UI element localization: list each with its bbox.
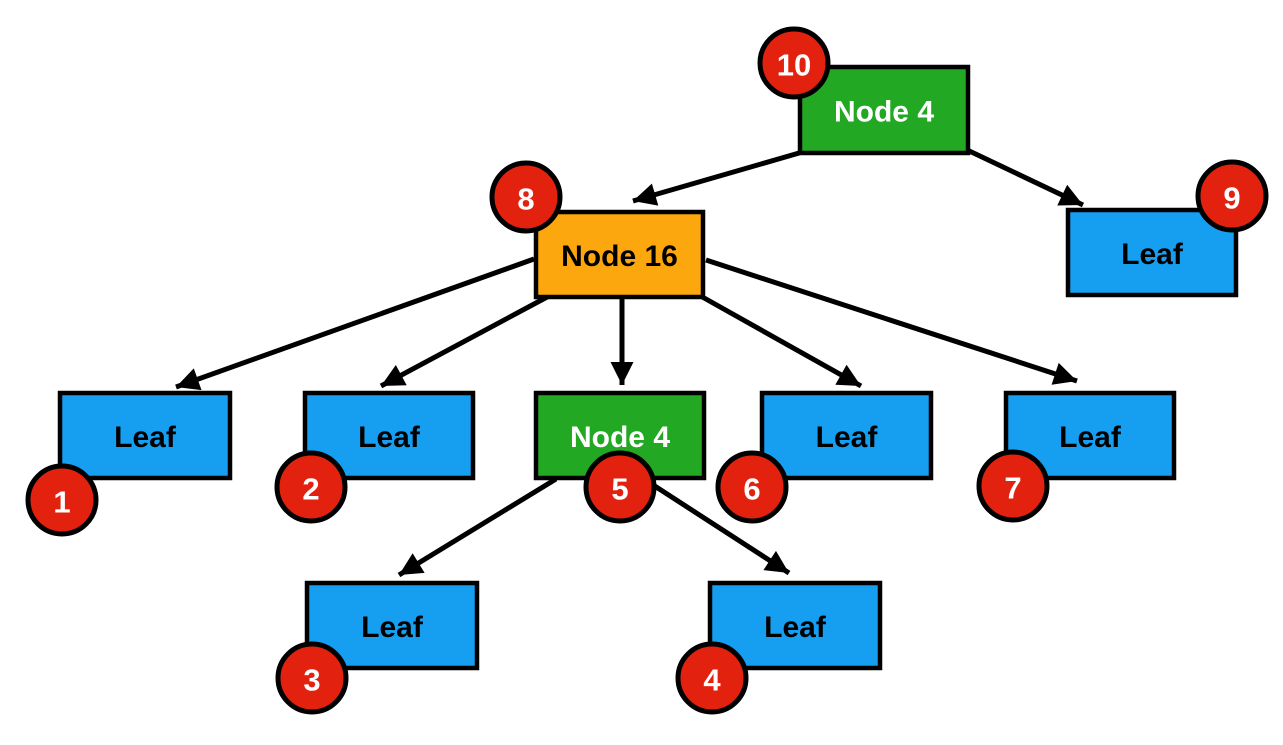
edges-layer <box>175 145 1085 578</box>
badge-1: 1 <box>25 463 99 537</box>
node-leaf-f-box <box>707 580 883 671</box>
badge-8-circle <box>489 160 563 234</box>
badge-10-label: 10 <box>777 48 811 83</box>
badge-7-label: 7 <box>1004 471 1021 506</box>
badge-3-circle <box>275 641 349 715</box>
edge-node16-to-leaf-d <box>705 257 1078 385</box>
badge-1-label: 1 <box>53 485 70 520</box>
badge-2-label: 2 <box>302 472 319 507</box>
edge-root-to-node16 <box>632 148 807 206</box>
node-leaf-c-box <box>759 390 934 481</box>
node-leaf-a-label: Leaf <box>114 421 177 454</box>
badge-8-label: 8 <box>517 182 534 217</box>
node-node16-box <box>533 209 706 300</box>
edge-node16-to-leaf-c <box>695 291 863 389</box>
node-node16: Node 16 <box>533 209 706 300</box>
edge-node4-mid-to-leaf-f <box>645 478 791 576</box>
node-leaf-c-label: Leaf <box>816 421 879 454</box>
badge-3: 3 <box>275 641 349 715</box>
node-leaf-f-label: Leaf <box>764 611 827 644</box>
node-root: Node 4 <box>797 64 971 156</box>
node-node16-label: Node 16 <box>561 240 678 273</box>
node-node4-mid-label: Node 4 <box>570 421 670 454</box>
edge-node16-to-leaf-b <box>379 293 551 389</box>
badge-7-circle <box>976 449 1050 523</box>
badge-1-circle <box>25 463 99 537</box>
node-leaf-right: Leaf <box>1065 207 1239 298</box>
badge-9: 9 <box>1195 159 1269 233</box>
node-leaf-right-label: Leaf <box>1121 238 1184 271</box>
node-leaf-e-label: Leaf <box>361 611 424 644</box>
badge-6-label: 6 <box>743 472 760 507</box>
node-leaf-right-box <box>1065 207 1239 298</box>
node-root-box <box>797 64 971 156</box>
badge-8: 8 <box>489 160 563 234</box>
badge-4: 4 <box>675 641 749 715</box>
node-leaf-f: Leaf <box>707 580 883 671</box>
edge-node16-to-leaf-a <box>175 256 535 391</box>
badge-5: 5 <box>583 450 657 524</box>
edge-node4-mid-to-leaf-e <box>397 476 558 578</box>
edge-root-to-leaf-right <box>961 145 1085 208</box>
node-leaf-d-label: Leaf <box>1059 421 1122 454</box>
badge-9-label: 9 <box>1223 181 1240 216</box>
badge-5-circle <box>583 450 657 524</box>
badges-layer: 10 8 9 1 2 5 6 7 3 4 <box>25 26 1269 715</box>
badge-7: 7 <box>976 449 1050 523</box>
badge-3-label: 3 <box>303 663 320 698</box>
badge-2-circle <box>274 450 348 524</box>
node-leaf-a-box <box>57 390 233 481</box>
badge-5-label: 5 <box>611 472 628 507</box>
node-leaf-a: Leaf <box>57 390 233 481</box>
badge-6: 6 <box>715 450 789 524</box>
badge-2: 2 <box>274 450 348 524</box>
badge-9-circle <box>1195 159 1269 233</box>
badge-4-circle <box>675 641 749 715</box>
node-leaf-b-label: Leaf <box>358 421 421 454</box>
badge-10-circle <box>757 26 831 100</box>
badge-4-label: 4 <box>703 663 721 698</box>
badge-6-circle <box>715 450 789 524</box>
node-leaf-c: Leaf <box>759 390 934 481</box>
node-root-label: Node 4 <box>834 96 934 129</box>
badge-10: 10 <box>757 26 831 100</box>
